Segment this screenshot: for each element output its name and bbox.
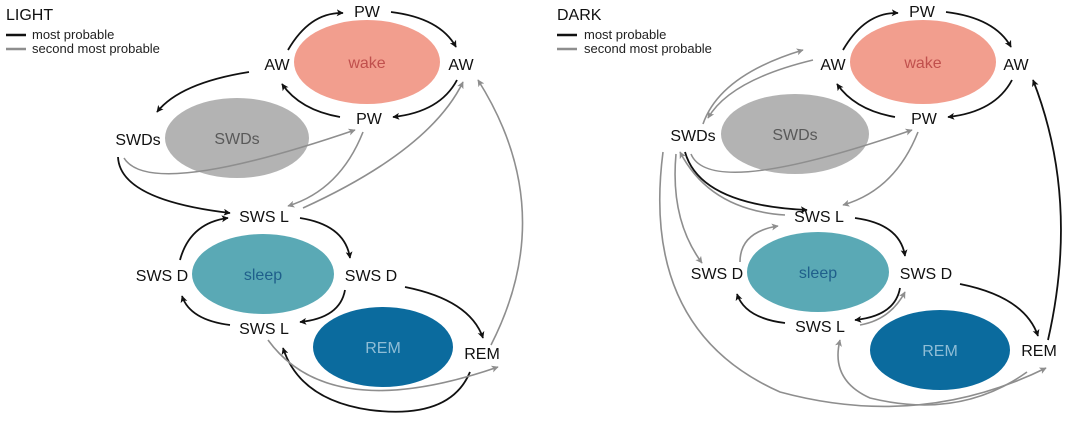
node-sws-d-left: SWS D — [136, 268, 188, 285]
edge-pw-to-sws-l — [842, 131, 919, 207]
node-sws-l-bottom: SWS L — [239, 321, 289, 338]
node-rem: REM — [464, 346, 500, 363]
edge-swds-to-sws-l — [117, 156, 231, 216]
edge-sws-l-to-sws-d — [299, 217, 353, 259]
node-pw-top: PW — [909, 4, 936, 21]
node-sws-d-right: SWS D — [345, 268, 397, 285]
swds-oval — [165, 98, 309, 178]
edge-pw-to-aw-left — [281, 83, 341, 118]
panel-light: LIGHT most probable second most probable… — [6, 4, 524, 413]
sleep-oval — [192, 234, 334, 314]
edge-sws-l-to-rem — [267, 339, 499, 392]
edge-rem-to-sws-l — [835, 339, 1028, 406]
edge-aw-to-swds — [156, 71, 250, 113]
panel-dark: DARK most probable second most probable … — [557, 4, 1062, 408]
wake-label: wake — [347, 55, 385, 72]
edge-swds-to-pw — [123, 128, 356, 175]
edge-swds-to-sws-d — [674, 153, 703, 264]
node-swds: SWDs — [115, 132, 160, 149]
panel-title: LIGHT — [6, 7, 53, 24]
edge-sws-l-to-sws-d — [859, 291, 906, 326]
node-pw-bottom: PW — [911, 111, 938, 128]
wake-oval — [294, 20, 440, 104]
edge-swds-to-rem — [659, 151, 1047, 408]
edge-aw-to-swds — [707, 59, 814, 119]
sleep-label: sleep — [799, 265, 837, 282]
legend: most probable second most probable — [6, 27, 160, 56]
edge-sws-l-to-swds — [679, 151, 786, 216]
node-rem: REM — [1021, 343, 1057, 360]
node-sws-l-top: SWS L — [794, 209, 844, 226]
node-pw-top: PW — [354, 4, 381, 21]
edge-aw-to-pw — [287, 9, 344, 51]
edge-rem-to-aw — [477, 79, 524, 346]
node-swds: SWDs — [670, 128, 715, 145]
edge-pw-to-aw — [945, 11, 1012, 48]
rem-label: REM — [365, 340, 401, 357]
legend-most-probable: most probable — [32, 27, 114, 42]
panel-title: DARK — [557, 7, 602, 24]
edge-sws-l-to-sws-d-left — [735, 293, 786, 324]
edge-aw-to-pw-bottom — [947, 79, 1013, 120]
edge-sws-l-to-aw — [302, 81, 464, 209]
node-pw-bottom: PW — [356, 111, 383, 128]
edge-pw-to-aw — [390, 11, 457, 48]
edge-sws-d-to-rem — [959, 283, 1040, 337]
node-sws-l-top: SWS L — [239, 209, 289, 226]
legend-second-most-probable: second most probable — [584, 41, 712, 56]
legend-most-probable: most probable — [584, 27, 666, 42]
edge-sws-d-left-to-sws-l — [179, 215, 229, 261]
rem-label: REM — [922, 343, 958, 360]
node-sws-d-left: SWS D — [691, 266, 743, 283]
edge-sws-l-to-sws-d-left — [180, 295, 231, 326]
node-aw-left: AW — [264, 57, 290, 74]
edge-sws-d-to-rem — [404, 286, 485, 339]
edge-sws-d-to-sws-l — [739, 223, 779, 263]
legend: most probable second most probable — [557, 27, 712, 56]
node-aw-right: AW — [448, 57, 474, 74]
edge-pw-to-aw-left — [836, 83, 896, 118]
edge-aw-to-pw — [842, 9, 899, 51]
edge-sws-d-to-sws-l — [854, 287, 901, 323]
node-aw-left: AW — [820, 57, 846, 74]
swds-oval — [721, 94, 869, 174]
sleep-label: sleep — [244, 267, 282, 284]
edge-pw-to-sws-l — [287, 131, 364, 208]
edge-sws-d-to-sws-l — [299, 289, 346, 325]
edge-swds-to-pw — [690, 128, 913, 173]
node-aw-right: AW — [1003, 57, 1029, 74]
swds-label: SWDs — [214, 131, 259, 148]
legend-second-most-probable: second most probable — [32, 41, 160, 56]
rem-oval — [313, 307, 453, 387]
node-sws-l-bottom: SWS L — [795, 319, 845, 336]
node-sws-d-right: SWS D — [900, 266, 952, 283]
edge-aw-to-pw-bottom — [392, 79, 458, 120]
wake-oval — [850, 20, 996, 104]
edge-swds-to-sws-l — [684, 151, 808, 214]
wake-label: wake — [903, 55, 941, 72]
swds-label: SWDs — [772, 127, 817, 144]
edge-rem-to-aw — [1032, 79, 1062, 341]
edge-sws-l-to-sws-d — [854, 217, 908, 257]
edge-rem-to-sws-l — [281, 347, 471, 413]
sleep-oval — [747, 232, 889, 312]
rem-oval — [870, 310, 1010, 390]
